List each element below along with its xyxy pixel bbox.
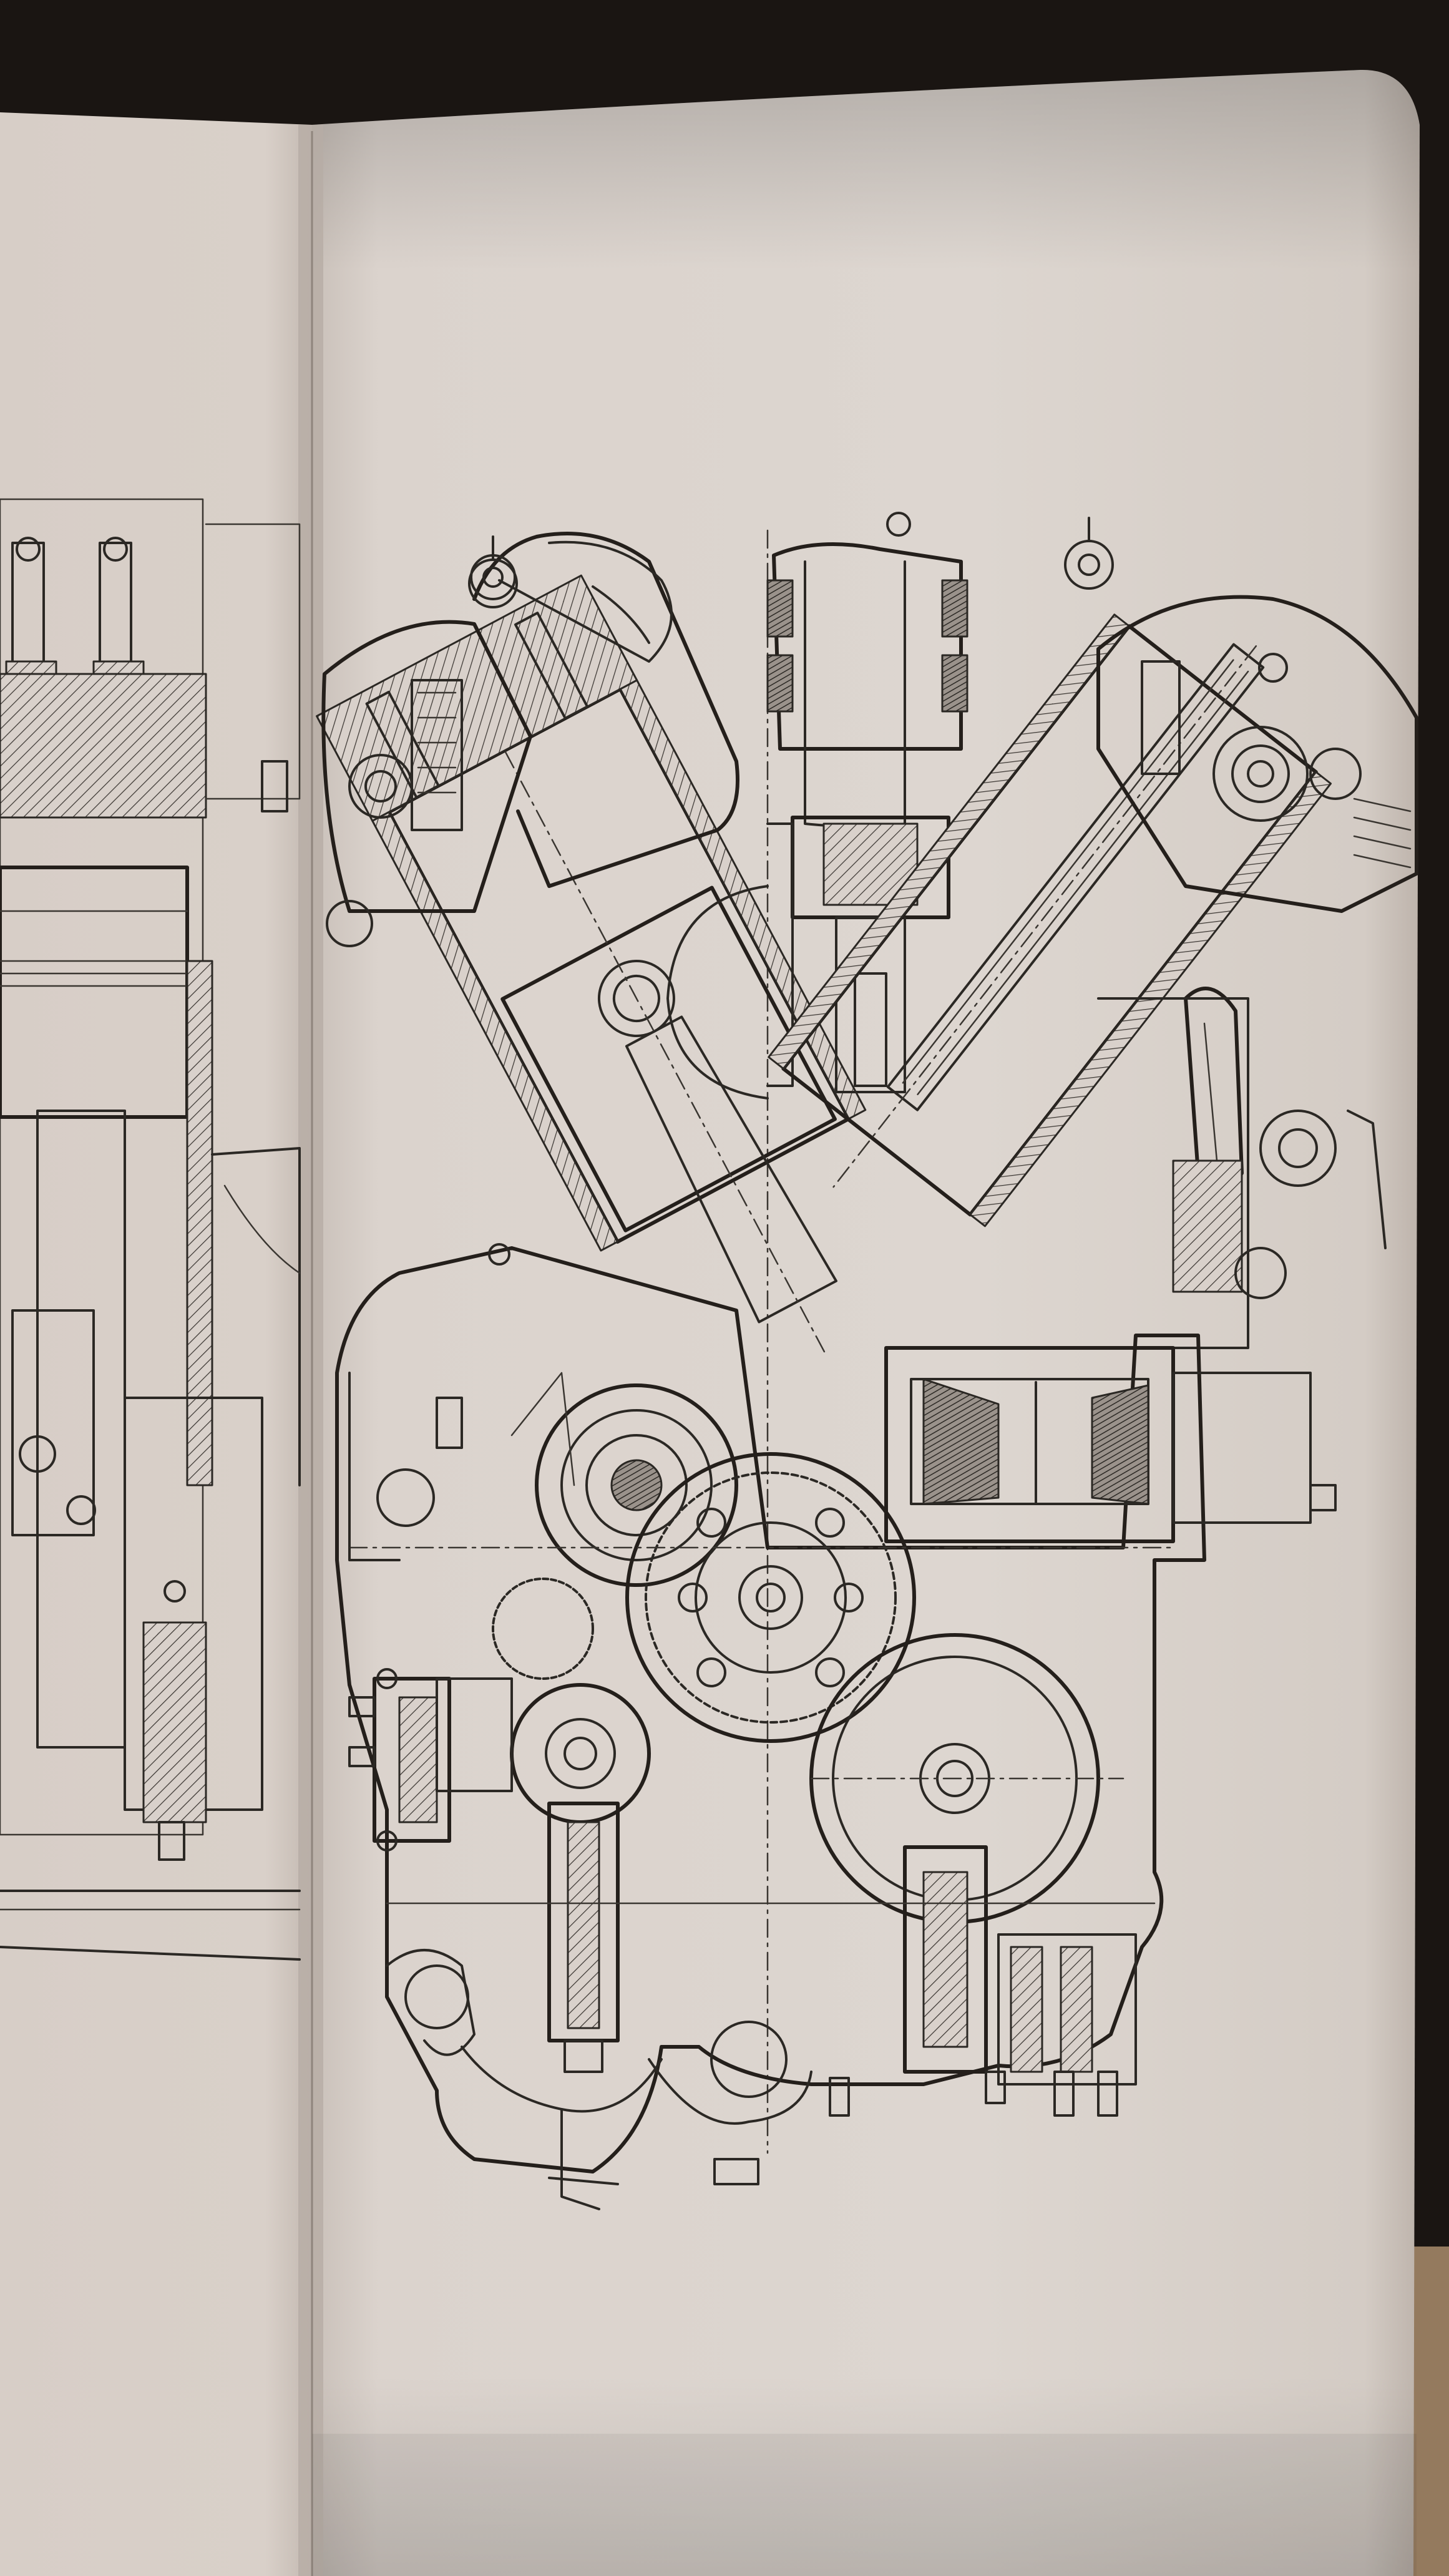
side-pump bbox=[348, 1668, 513, 1852]
left-page bbox=[0, 112, 312, 2576]
book-gutter bbox=[298, 125, 323, 2576]
engine-cross-section bbox=[316, 512, 1418, 2210]
right-page bbox=[312, 69, 1420, 2576]
oil-filter bbox=[884, 1346, 1337, 1543]
lower-bearings bbox=[547, 1802, 1137, 2185]
left-page-drawing bbox=[0, 498, 301, 1961]
